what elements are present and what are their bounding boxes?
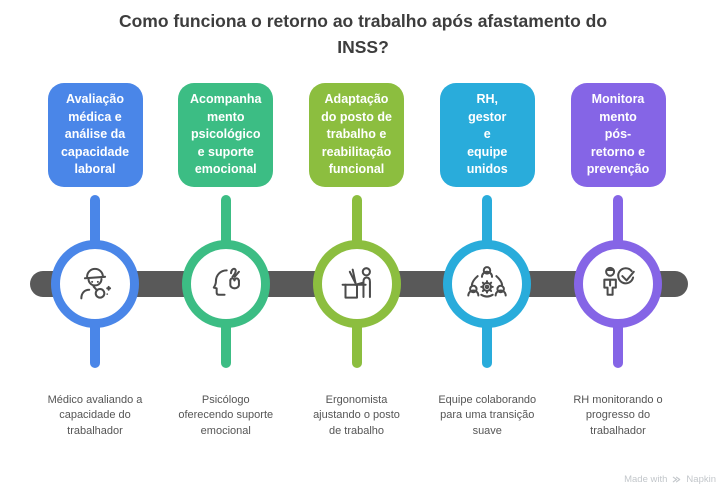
step-label-box: RH, gestor e equipe unidos xyxy=(439,83,535,187)
step-node-circle xyxy=(443,240,532,328)
step-node-circle xyxy=(312,240,401,328)
team-gear-icon xyxy=(464,261,510,307)
step-node-circle xyxy=(181,240,270,328)
watermark-brand: Napkin xyxy=(686,474,716,485)
watermark-prefix: Made with xyxy=(624,474,668,485)
step-caption: RH monitorando o progresso do trabalhado… xyxy=(573,394,663,437)
step-connector xyxy=(293,187,421,373)
step-adaptacao-posto: Adaptação do posto de trabalho e reabili… xyxy=(293,83,421,439)
standing-desk-icon xyxy=(334,261,380,307)
napkin-logo-icon xyxy=(673,476,681,483)
step-monitoramento-pos-retorno: Monitora mento pós- retorno e prevenção xyxy=(554,83,682,439)
step-caption: Equipe colaborando para uma transição su… xyxy=(438,394,537,437)
step-node-circle xyxy=(574,240,662,328)
step-caption: Ergonomista ajustando o posto de trabalh… xyxy=(313,394,400,437)
doctor-magnifier-icon xyxy=(72,261,118,307)
step-label-box: Acompanha mento psicológico e suporte em… xyxy=(178,83,274,187)
head-hand-icon xyxy=(203,261,249,307)
step-connector xyxy=(554,187,682,373)
step-node-circle xyxy=(51,240,139,328)
step-connector xyxy=(31,187,159,373)
step-label-box: Avaliação médica e análise da capacidade… xyxy=(47,83,143,187)
watermark: Made with Napkin xyxy=(624,474,716,485)
page-title: Como funciona o retorno ao trabalho após… xyxy=(118,11,608,58)
step-connector xyxy=(162,187,290,373)
step-caption: Médico avaliando a capacidade do trabalh… xyxy=(47,394,143,437)
step-rh-gestor-equipe: RH, gestor e equipe unidos xyxy=(423,83,551,439)
step-label-box: Monitora mento pós- retorno e prevenção xyxy=(570,83,666,187)
step-connector xyxy=(423,187,551,373)
steps-row: Avaliação médica e análise da capacidade… xyxy=(31,83,682,439)
step-acompanhamento-psicologico: Acompanha mento psicológico e suporte em… xyxy=(162,83,290,439)
person-check-icon xyxy=(595,261,641,307)
step-avaliacao-medica: Avaliação médica e análise da capacidade… xyxy=(31,83,159,439)
step-caption: Psicólogo oferecendo suporte emocional xyxy=(178,394,274,437)
step-label-box: Adaptação do posto de trabalho e reabili… xyxy=(309,83,404,187)
